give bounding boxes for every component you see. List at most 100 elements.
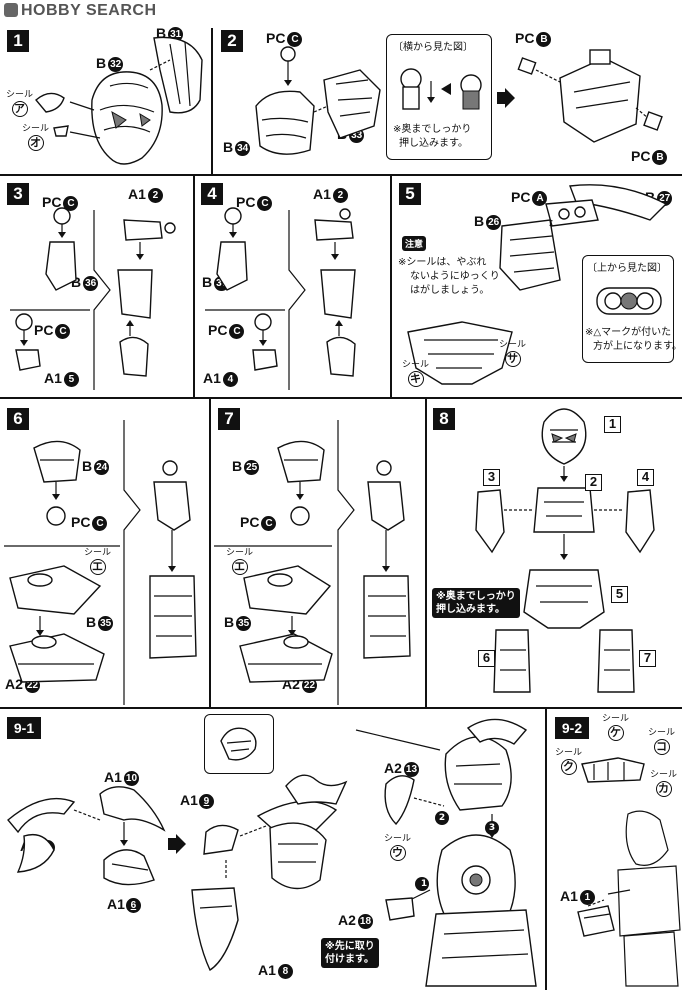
arm-part-drawing: [205, 207, 356, 390]
divider: [211, 28, 213, 174]
order-1: 1: [420, 879, 428, 889]
inset-note: ※△マークが付いた: [585, 327, 672, 338]
caution-note: ないようにゆっくり: [410, 271, 500, 282]
side-view-inset: 〔横から見た図〕 ※奥までしっかり 押し込みます。: [386, 34, 492, 160]
step-ref-4: 4: [637, 469, 654, 486]
detail-drawing: [220, 727, 257, 761]
seal-ke: シールケ: [602, 714, 630, 741]
inset-title: 〔上から見た図〕: [587, 263, 667, 274]
divider: [193, 176, 195, 397]
watermark-logo: HOBBY SEARCH: [4, 2, 157, 20]
body-assembly-drawing: [475, 408, 655, 693]
seal-o: シールオ: [22, 124, 50, 151]
caution-badge: 注意: [402, 236, 427, 251]
step-number: 9-1: [7, 717, 41, 739]
seal-e: シールエ: [226, 548, 254, 575]
final-model-drawing: [577, 810, 681, 987]
divider: [0, 707, 682, 709]
seal-ku: シールク: [555, 748, 583, 775]
caution-note: はがしましょう。: [410, 285, 490, 296]
step-number: 1: [7, 30, 29, 52]
leg-part-drawing: [4, 420, 197, 705]
step-number: 7: [218, 408, 240, 430]
seal-u: シールウ: [384, 834, 412, 861]
step-ref-7: 7: [639, 650, 656, 667]
step-number: 9-2: [555, 717, 589, 739]
helmet-part-drawing: [191, 774, 348, 972]
divider: [209, 399, 211, 707]
divider: [0, 174, 682, 176]
step-ref-1: 1: [604, 416, 621, 433]
waist-skirt-drawing: [407, 321, 513, 385]
step-number: 4: [201, 183, 223, 205]
step-ref-3: 3: [483, 469, 500, 486]
push-in-callout: ※奥までしっかり押し込みます。: [432, 588, 520, 618]
crest-part-drawing: [7, 786, 166, 886]
inset-title: 〔横から見た図〕: [393, 42, 473, 53]
weapon-part-drawing: [581, 757, 645, 783]
step-ref-6: 6: [478, 650, 495, 667]
page-header: HOBBY SEARCH: [0, 0, 682, 28]
order-3: 3: [488, 823, 496, 833]
seal-e: シールエ: [84, 548, 112, 575]
head-part-drawing: [35, 36, 203, 165]
head-assembly-drawing: [355, 718, 537, 987]
attach-first-callout: ※先に取り付けます。: [321, 938, 379, 968]
torso-assembled-drawing: [517, 49, 663, 143]
caution-note: ※シールは、やぶれ: [398, 257, 487, 268]
top-view-drawing: [596, 287, 662, 315]
arm-part-drawing: [10, 207, 176, 390]
step-ref-2: 2: [585, 474, 602, 491]
leg-part-drawing: [214, 420, 411, 705]
divider: [545, 709, 547, 990]
step-ref-5: 5: [611, 586, 628, 603]
step-number: 8: [433, 408, 455, 430]
step-number: 6: [7, 408, 29, 430]
detail-inset: [204, 714, 274, 774]
inset-note: 押し込みます。: [399, 138, 468, 149]
seal-sa: シールサ: [499, 340, 527, 367]
inset-note: 方が上になります。: [593, 341, 682, 352]
seal-ka: シールカ: [650, 770, 678, 797]
top-view-inset: 〔上から見た図〕 ※△マークが付いた 方が上になります。: [582, 255, 682, 363]
inset-note: ※奥までしっかり: [393, 124, 472, 135]
logo-icon: [4, 3, 18, 17]
step-number: 2: [221, 30, 243, 52]
torso-part-drawing: [255, 46, 381, 155]
waist-part-drawing: [499, 184, 668, 291]
divider: [390, 176, 392, 397]
arrow-right-icon: [168, 834, 186, 854]
step-number: 3: [7, 183, 29, 205]
side-view-drawing: [400, 68, 482, 110]
divider: [425, 399, 427, 707]
seal-ko: シールコ: [648, 728, 676, 755]
divider: [0, 397, 682, 399]
order-2: 2: [438, 813, 446, 823]
seal-ki: シールキ: [402, 360, 430, 387]
